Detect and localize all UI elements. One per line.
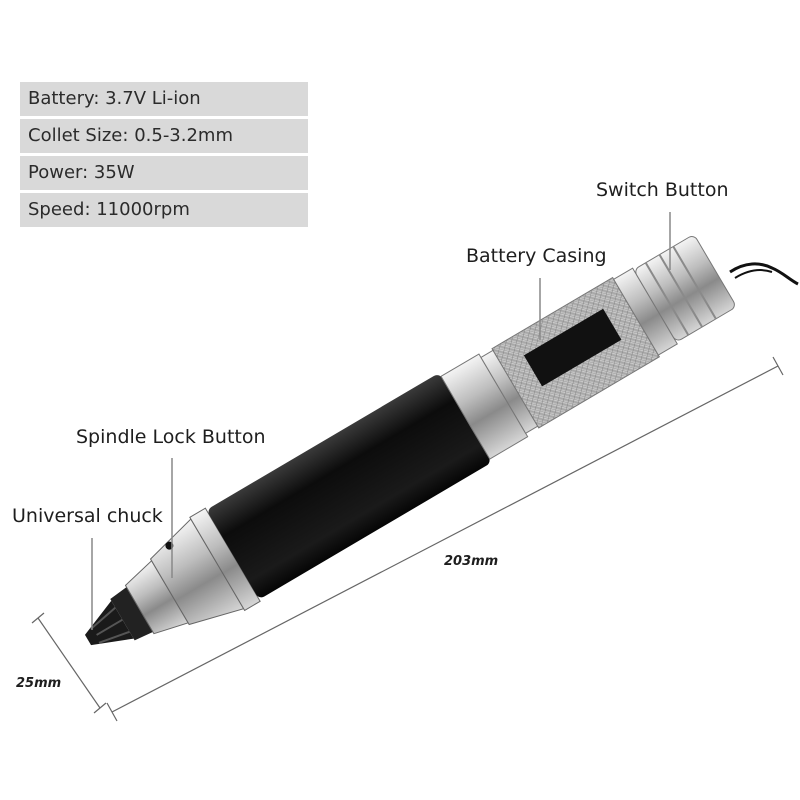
spec-label: Power — [28, 162, 83, 183]
switch-button-label: Switch Button — [596, 179, 729, 201]
spec-value: 3.7V Li-ion — [105, 88, 201, 109]
spec-label: Speed — [28, 199, 85, 220]
diameter-label: 25mm — [16, 676, 62, 691]
nose-cone — [124, 507, 261, 635]
tool-body — [84, 236, 735, 646]
lanyard — [729, 262, 799, 286]
spec-separator: : — [122, 125, 135, 146]
spec-value: 11000rpm — [96, 199, 190, 220]
spindle-lock-label: Spindle Lock Button — [76, 426, 266, 448]
spec-row-battery: Battery: 3.7V Li-ion — [20, 82, 308, 116]
spec-value: 35W — [93, 162, 135, 183]
black-housing — [208, 375, 490, 598]
spec-separator: : — [93, 88, 106, 109]
length-label: 203mm — [444, 554, 499, 569]
diameter-dimension — [31, 612, 107, 714]
universal-chuck — [84, 587, 153, 646]
battery-casing — [491, 276, 661, 429]
spec-value: 0.5-3.2mm — [134, 125, 234, 146]
end-cap — [612, 236, 735, 356]
spec-row-speed: Speed: 11000rpm — [20, 193, 308, 227]
spec-separator: : — [84, 199, 97, 220]
spec-row-collet-size: Collet Size: 0.5-3.2mm — [20, 119, 308, 153]
spec-separator: : — [82, 162, 94, 183]
universal-chuck-label: Universal chuck — [12, 505, 163, 527]
battery-window — [523, 308, 622, 387]
spec-label: Collet Size — [28, 125, 123, 146]
length-dimension — [106, 356, 784, 722]
battery-casing-label: Battery Casing — [466, 245, 607, 267]
spec-label: Battery — [28, 88, 94, 109]
spec-row-power: Power: 35W — [20, 156, 308, 190]
spec-table: Battery: 3.7V Li-ion Collet Size: 0.5-3.… — [20, 82, 308, 230]
